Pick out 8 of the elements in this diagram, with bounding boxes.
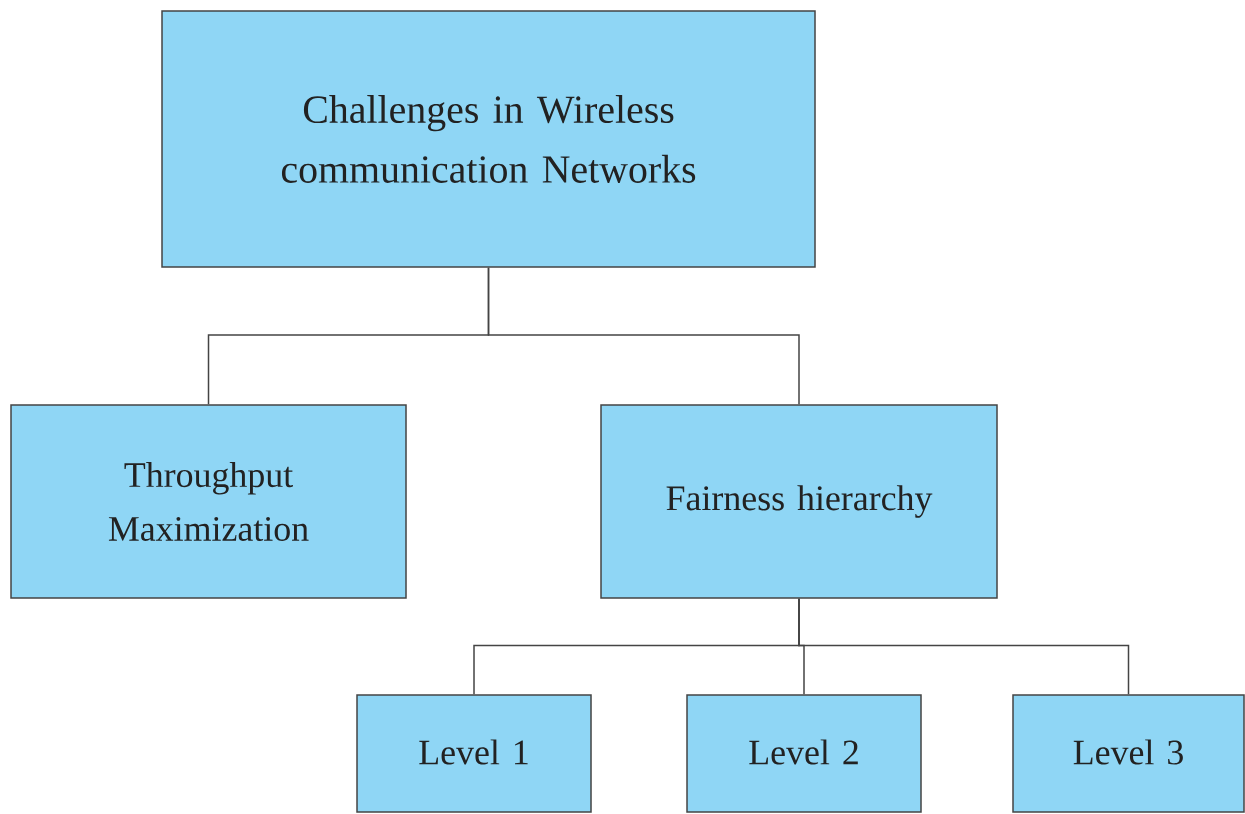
connector-line <box>487 267 800 405</box>
root-box: Challenges in Wireless communication Networks <box>161 10 816 268</box>
category-box: Throughput Maximization <box>10 404 407 599</box>
level-box: Level 1 <box>356 694 592 813</box>
level-box: Level 3 <box>1012 694 1245 813</box>
category-box: Fairness hierarchy <box>600 404 998 599</box>
connector-line <box>798 598 1130 695</box>
level-box: Level 2 <box>686 694 922 813</box>
